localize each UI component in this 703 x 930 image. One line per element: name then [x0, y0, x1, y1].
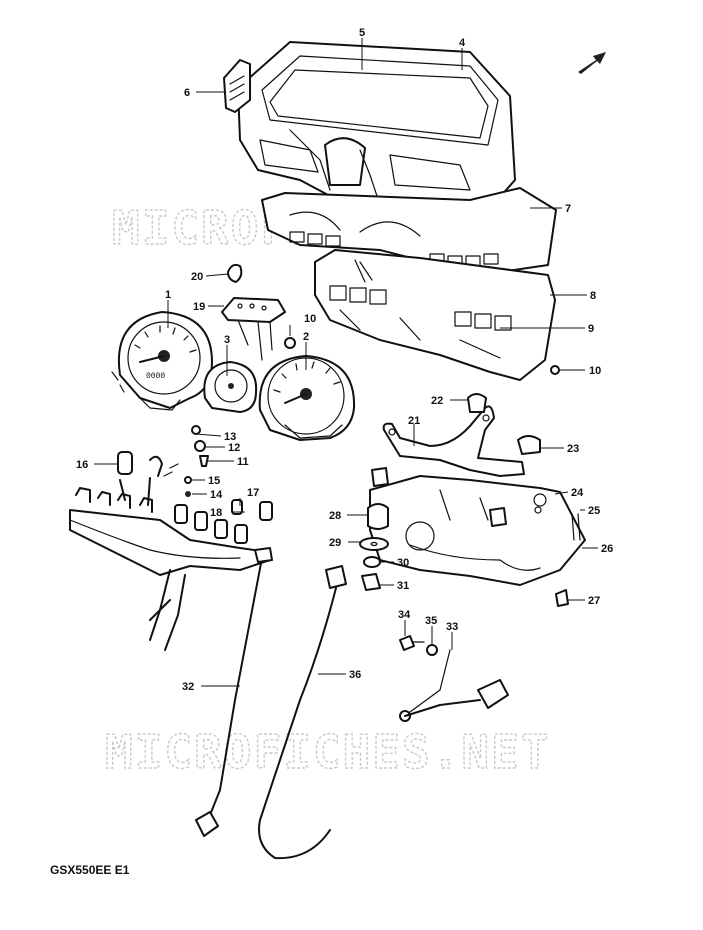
callout-33: 33 — [446, 621, 458, 633]
callout-5: 5 — [359, 27, 365, 39]
callout-10a: 10 — [304, 313, 316, 325]
front-arrow-icon — [578, 52, 606, 74]
callout-32: 32 — [182, 681, 194, 693]
callout-4: 4 — [459, 37, 466, 49]
callout-31: 31 — [397, 580, 409, 592]
small-gauge-part — [203, 361, 258, 413]
lead-wire-part — [399, 649, 509, 722]
model-code: GSX550EE E1 — [50, 863, 130, 877]
callout-27: 27 — [588, 595, 600, 607]
callout-35: 35 — [425, 615, 437, 627]
speedometer-part — [258, 355, 356, 441]
watermark-bottom: MICROFICHES.NET — [105, 725, 550, 779]
callout-36: 36 — [349, 669, 361, 681]
rubber-mount-parts — [371, 467, 581, 541]
grommet-parts — [467, 393, 541, 455]
callout-23: 23 — [567, 443, 579, 455]
callout-34: 34 — [398, 609, 411, 621]
small-hardware-parts — [184, 337, 296, 497]
callout-29: 29 — [329, 537, 341, 549]
callout-30: 30 — [397, 557, 409, 569]
clip-part — [223, 59, 251, 113]
callout-10b: 10 — [589, 365, 601, 377]
callout-20: 20 — [191, 271, 203, 283]
meter-bracket-part — [382, 405, 525, 477]
mounting-hardware-parts — [359, 503, 569, 607]
callout-6: 6 — [184, 87, 190, 99]
callout-3: 3 — [224, 334, 230, 346]
callout-14: 14 — [210, 489, 223, 501]
wiring-harness-part — [69, 451, 273, 651]
meter-case-part — [237, 41, 516, 209]
callout-12: 12 — [228, 442, 240, 454]
callout-17: 17 — [247, 487, 259, 499]
socket-part — [221, 263, 286, 361]
leader-lines — [94, 38, 598, 687]
tachometer-part: 0000 — [111, 311, 213, 411]
callout-2: 2 — [303, 331, 309, 343]
speedometer-cable-part — [195, 547, 273, 837]
callout-24: 24 — [571, 487, 584, 499]
callout-7: 7 — [565, 203, 571, 215]
callout-1: 1 — [165, 289, 171, 301]
callout-21: 21 — [408, 415, 420, 427]
callout-15: 15 — [208, 475, 220, 487]
callout-9: 9 — [588, 323, 594, 335]
callout-13: 13 — [224, 431, 236, 443]
callout-labels: 1 2 3 4 5 6 7 8 9 10 10 11 12 13 14 15 1… — [76, 27, 613, 693]
callout-22: 22 — [431, 395, 443, 407]
screw-and-washer-parts — [399, 635, 438, 656]
indicator-housing-part — [314, 249, 560, 381]
tachometer-cable-part — [258, 565, 347, 860]
callout-18: 18 — [210, 507, 222, 519]
callout-25: 25 — [588, 505, 600, 517]
callout-26: 26 — [601, 543, 613, 555]
callout-8: 8 — [590, 290, 596, 302]
odometer-readout: 0000 — [146, 372, 165, 381]
callout-28: 28 — [329, 510, 341, 522]
callout-16: 16 — [76, 459, 88, 471]
callout-19: 19 — [193, 301, 205, 313]
callout-11: 11 — [237, 456, 249, 468]
